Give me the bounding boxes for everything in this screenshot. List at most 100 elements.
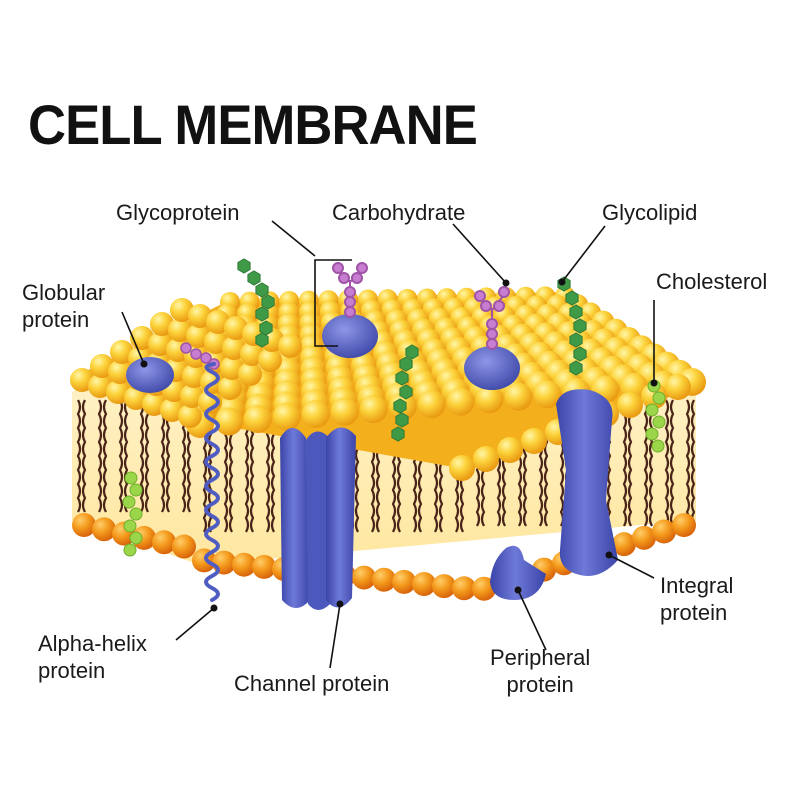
lipid-head <box>152 530 176 555</box>
sugar-hexagon <box>405 344 419 360</box>
lipid-head <box>232 552 256 577</box>
peripheral-protein <box>490 545 546 600</box>
lipid-head <box>617 392 643 418</box>
glycoprotein-body-2 <box>464 346 520 390</box>
lipid-tail <box>144 399 150 513</box>
lipid-tail <box>249 419 255 533</box>
lipid-head <box>252 554 276 579</box>
label-cholesterol: Cholesterol <box>656 269 768 294</box>
lipid-tail <box>139 399 145 513</box>
alpha-helix-protein <box>204 362 220 602</box>
glycolipid-chain-3 <box>557 276 587 376</box>
lipid-head <box>172 534 196 559</box>
lipid-head <box>521 428 547 454</box>
sugar-hexagon <box>573 346 587 362</box>
lipid-tail <box>270 419 276 533</box>
lipid-tail <box>123 399 129 513</box>
lipid-head <box>218 376 242 400</box>
leader-dots <box>140 278 658 612</box>
lipid-head <box>672 513 696 538</box>
lipid-head <box>178 404 202 428</box>
lipid-head <box>72 513 96 537</box>
lipid-tail <box>648 399 654 527</box>
lipid-head <box>92 517 116 542</box>
lipid-head <box>665 374 691 400</box>
glycoprotein-carbohydrate <box>332 262 368 318</box>
sugar-hexagon <box>393 398 407 414</box>
lipid-head <box>359 395 388 424</box>
label-glycoprotein: Glycoprotein <box>116 200 240 225</box>
lipid-head <box>392 569 416 594</box>
leader-lines <box>121 220 655 669</box>
lipid-tail <box>690 399 696 527</box>
lipid-tail <box>102 399 108 513</box>
sugar-hexagon <box>395 370 409 386</box>
sugar-hexagon <box>261 294 275 310</box>
label-carbohydrate: Carbohydrate <box>332 200 466 225</box>
lipid-head <box>632 525 656 550</box>
lipid-head <box>214 407 243 436</box>
lipid-tail <box>664 399 670 527</box>
sugar-hexagon <box>255 282 269 298</box>
sugar-hexagon <box>255 332 269 348</box>
lipid-head <box>612 532 636 557</box>
lipid-tail <box>97 399 103 513</box>
lipid-tail <box>622 399 628 527</box>
cholesterol-molecule-2 <box>122 471 143 557</box>
glycoprotein-body <box>322 314 378 358</box>
lipid-head <box>449 455 475 481</box>
carbohydrate-chain <box>474 286 510 350</box>
lipid-tail <box>265 419 271 533</box>
lipid-head <box>446 387 475 416</box>
sugar-hexagon <box>569 304 583 320</box>
sugar-hexagon <box>391 426 405 442</box>
sugar-hexagon <box>399 356 413 372</box>
sugar-hexagon <box>237 258 251 274</box>
lipid-head <box>497 437 523 463</box>
label-glycolipid: Glycolipid <box>602 200 698 225</box>
lipid-head <box>652 519 676 544</box>
lipid-head <box>504 382 533 411</box>
sugar-hexagon <box>569 332 583 348</box>
lipid-tail <box>118 399 124 513</box>
lipid-tail <box>76 399 82 513</box>
sugar-hexagon <box>399 384 413 400</box>
lipid-tail <box>244 419 250 533</box>
lipid-tail <box>627 399 633 527</box>
lipid-head <box>238 362 262 386</box>
sugar-hexagon <box>569 360 583 376</box>
lipid-head <box>352 565 376 590</box>
sugar-hexagon <box>395 412 409 428</box>
glycolipid-chain-2 <box>391 344 419 442</box>
sugar-hexagon <box>565 290 579 306</box>
lipid-head <box>412 572 436 596</box>
page-title: CELL MEMBRANE <box>28 93 478 156</box>
lipid-head <box>330 397 359 426</box>
lipid-tail <box>223 419 229 533</box>
lipid-head <box>243 405 272 434</box>
lipid-head <box>432 574 456 599</box>
lipid-tail <box>81 399 87 513</box>
lipid-head <box>472 576 496 601</box>
label-channel-protein: Channel protein <box>234 671 390 696</box>
lipid-head <box>372 567 396 592</box>
lipid-head <box>417 390 446 419</box>
integral-protein <box>556 389 618 576</box>
lipid-head <box>198 390 222 414</box>
lipid-head <box>272 402 301 431</box>
lipid-head <box>258 348 282 372</box>
lipid-tail <box>643 399 649 527</box>
globular-protein <box>126 357 174 393</box>
lipid-head <box>475 385 504 414</box>
lipid-head <box>533 380 562 409</box>
sugar-hexagon <box>255 306 269 322</box>
glycolipid-chain-1 <box>237 258 275 348</box>
lipid-head <box>473 446 499 472</box>
sugar-hexagon <box>247 270 261 286</box>
sugar-hexagon <box>573 318 587 334</box>
channel-protein <box>280 427 356 610</box>
